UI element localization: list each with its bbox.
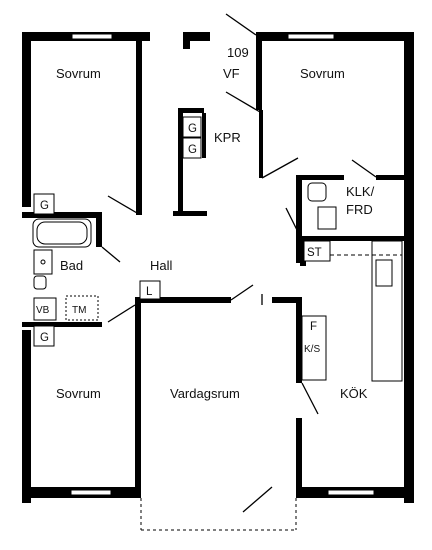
wardrobe-box-3 [33,193,55,215]
wall-top-mid [183,32,210,41]
label-wardrobe-4: G [40,332,49,344]
window-top-right [287,33,335,40]
door-bedroom1 [107,195,138,214]
wall-closet-top [178,108,204,113]
wall-bedroom2-left [256,32,262,110]
bath-toilet [33,275,47,290]
wall-wc-bottom [296,236,406,241]
label-storage: ST [307,247,322,259]
wardrobe-box-4 [33,325,55,347]
room-kitchen: KÖK [340,386,368,401]
label-wardrobe-1: G [188,123,197,135]
fixture-boxes [33,116,331,347]
room-wc-line1: KLK/ [346,184,375,199]
wall-right [404,32,414,503]
bathtub [32,218,92,248]
window-bottom-right [327,489,375,496]
balcony [140,498,297,531]
wall-closet-left [178,108,183,216]
wall-kitchen-left-lower [296,418,302,498]
door-bedroom3 [107,304,136,323]
wall-kitchen-left-upper [296,297,302,383]
wall-living-top [135,297,231,303]
window-bottom-left [70,489,112,496]
wall-left-upper [22,32,31,207]
interior-walls [22,32,406,498]
door-kitchen-living [301,382,319,415]
labels: Sovrum Sovrum 109 VF KPR KLK/ FRD Bad Ha… [36,45,375,401]
entrance-number: 109 [227,45,249,60]
door-wc [351,159,377,178]
doors [101,13,377,513]
wall-kitchen-top [300,236,306,266]
label-washer: VB [36,305,50,316]
room-closet: KPR [214,130,241,145]
wall-top-right [256,32,414,41]
wardrobe-box-2 [182,137,202,159]
laundry-box [65,295,99,321]
label-dryer: TM [72,305,86,316]
wall-bedroom1-right [136,32,142,215]
door-bedroom2 [225,91,261,113]
fridge-box [301,315,327,381]
wall-bath-bottom [22,322,102,327]
room-bedroom-bottom-left: Sovrum [56,386,101,401]
label-fridge-freezer: K/S [304,344,320,355]
storage-box [303,240,331,262]
room-bedroom-top-left: Sovrum [56,66,101,81]
washer-box [33,297,57,321]
room-bathroom: Bad [60,258,83,273]
wall-wc-top2 [376,175,406,180]
wc-toilet [307,182,327,202]
entrance-code: VF [223,66,240,81]
bath-sink [33,249,53,275]
stove [375,259,393,287]
label-linen: L [146,286,153,298]
label-fridge: F [310,321,317,333]
wall-closet-bottom [173,211,207,216]
wall-bath-top [22,212,102,218]
room-hall: Hall [150,258,173,273]
bathtub-inner [36,221,88,245]
wall-column-top [183,32,190,49]
wall-left-lower [22,330,31,503]
door-bedroom2b [261,157,299,179]
kitchen-counter [301,240,403,382]
door-bath [101,246,121,263]
counter [371,240,403,382]
label-wardrobe-3: G [40,200,49,212]
door-kitchen [285,207,301,237]
windows [70,33,375,496]
linen-box [139,280,161,300]
label-wardrobe-2: G [188,144,197,156]
wall-bedroom3-right [135,300,141,498]
window-top-left [71,33,113,40]
wall-closet-right [202,113,206,158]
wall-living-top-right [272,297,302,303]
wc-sink [317,206,337,230]
wall-bath-right [96,212,102,247]
wall-bedroom2-left-lower [259,110,263,178]
room-living: Vardagsrum [170,386,240,401]
door-entrance [225,13,257,36]
sink-drain [40,259,46,265]
wall-wc-top [296,175,344,180]
room-bedroom-top-right: Sovrum [300,66,345,81]
door-living [230,284,254,301]
room-wc-line2: FRD [346,202,373,217]
wardrobe-box-1 [182,116,202,138]
wall-wc-left [296,175,302,263]
bath-fixtures [32,182,337,321]
door-balcony [242,486,273,513]
